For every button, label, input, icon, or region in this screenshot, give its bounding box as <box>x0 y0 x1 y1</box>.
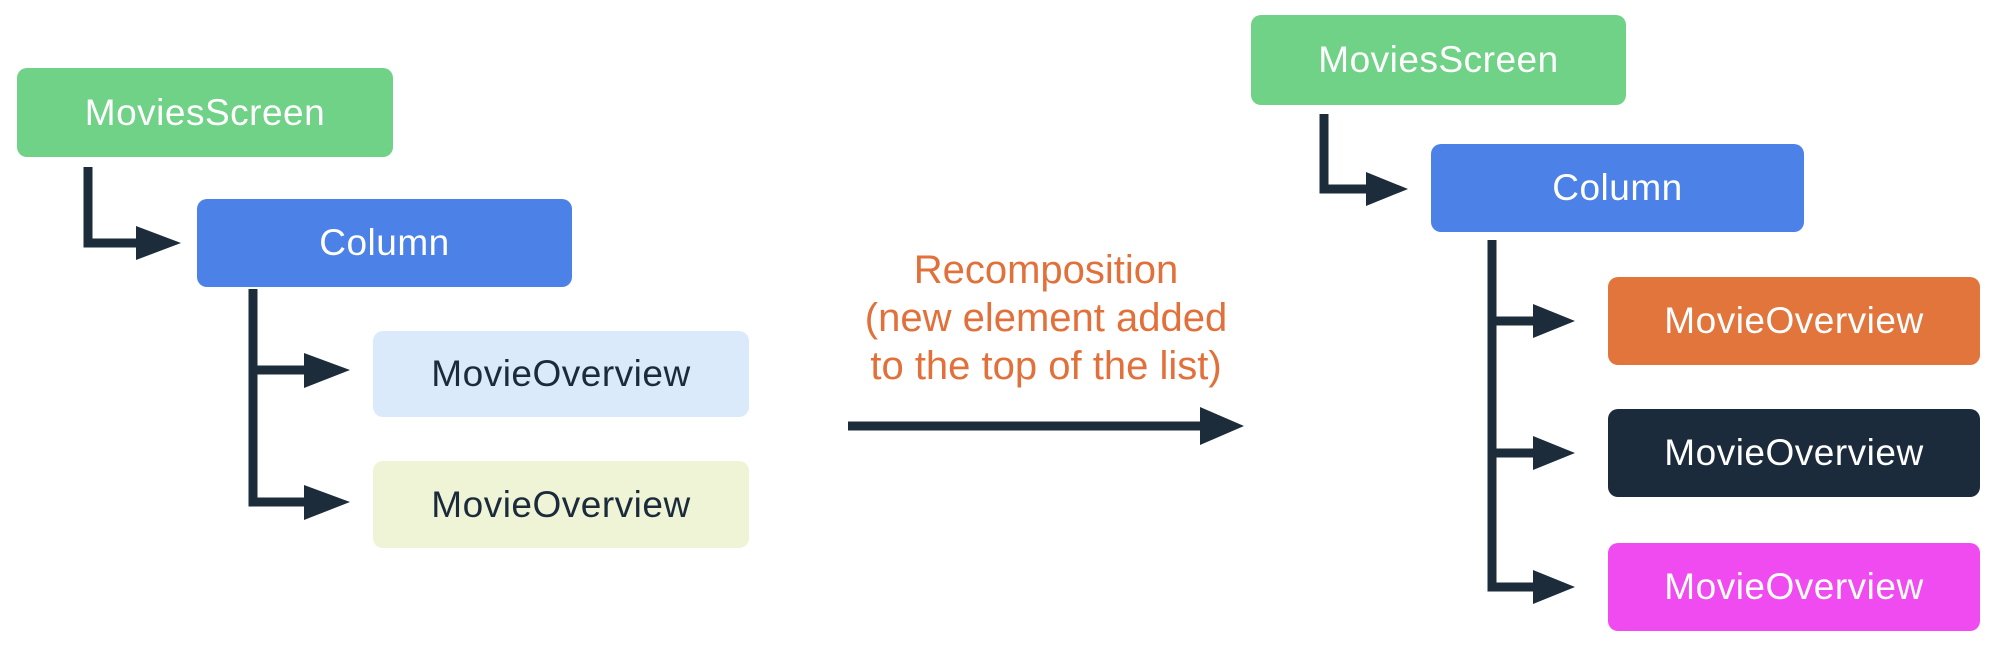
recomposition-caption: Recomposition (new element added to the … <box>826 246 1266 390</box>
left-node-moviesscreen: MoviesScreen <box>17 68 393 157</box>
caption-line-2: (new element added <box>864 296 1228 340</box>
left-branch1-arrowhead-icon <box>304 353 350 388</box>
right-node-movieoverview-2: MovieOverview <box>1608 409 1980 497</box>
right-node-column: Column <box>1431 144 1804 232</box>
recomposition-arrowhead-icon <box>1200 407 1244 445</box>
right-branch2-arrowhead-icon <box>1533 436 1575 470</box>
right-branch1-arrowhead-icon <box>1533 304 1575 338</box>
caption-line-1: Recomposition <box>913 248 1179 292</box>
left-trunk-connector <box>248 289 304 507</box>
right-trunk-connector <box>1487 240 1533 592</box>
left-elbow-arrowhead-icon <box>136 226 181 260</box>
left-branch2-arrowhead-icon <box>304 485 350 520</box>
caption-line-3: to the top of the list) <box>870 344 1222 388</box>
right-elbow-arrowhead-icon <box>1366 172 1408 206</box>
right-branch3-arrowhead-icon <box>1533 570 1575 604</box>
right-node-movieoverview-3: MovieOverview <box>1608 543 1980 631</box>
right-node-moviesscreen: MoviesScreen <box>1251 15 1626 105</box>
left-elbow-connector <box>83 167 136 248</box>
left-node-movieoverview-1: MovieOverview <box>373 331 749 417</box>
right-node-movieoverview-1: MovieOverview <box>1608 277 1980 365</box>
left-node-movieoverview-2: MovieOverview <box>373 461 749 548</box>
left-node-column: Column <box>197 199 572 287</box>
right-elbow-connector <box>1319 114 1366 194</box>
